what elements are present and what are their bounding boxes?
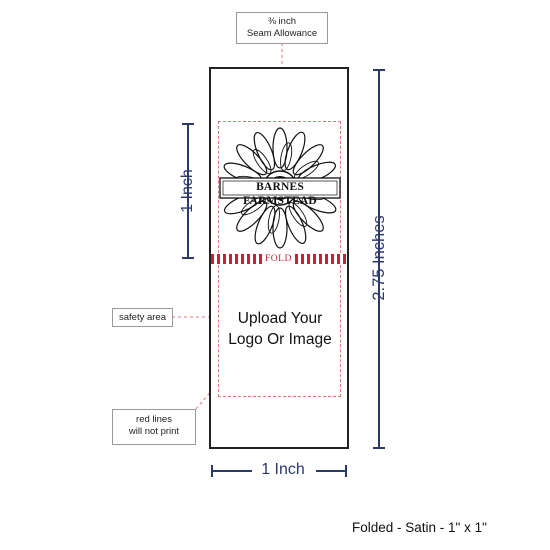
- red-lines-text-2: will not print: [128, 426, 180, 437]
- upload-line-2: Logo Or Image: [228, 331, 332, 348]
- red-lines-text-1: red lines: [136, 414, 172, 425]
- product-footer-text: Folded - Satin - 1" x 1": [352, 520, 487, 535]
- bottom-width-dimension-text: 1 Inch: [261, 461, 305, 478]
- upload-line-1: Upload Your: [237, 310, 323, 327]
- upload-placeholder: Upload Your Logo Or Image: [219, 308, 341, 350]
- fold-text: FOLD: [262, 254, 295, 264]
- red-lines-callout: red lines will not print: [112, 409, 196, 445]
- left-height-dimension-text: 1 Inch: [179, 169, 196, 213]
- sunflower-logo: [219, 127, 341, 249]
- seam-allowance-fraction: ⅜ inch: [268, 16, 296, 27]
- safety-area-callout: safety area: [112, 308, 173, 327]
- safety-area-text: safety area: [119, 312, 166, 323]
- seam-allowance-callout: ⅜ inch Seam Allowance: [236, 12, 328, 44]
- seam-allowance-text: Seam Allowance: [246, 28, 318, 39]
- logo-text: BARNES FARMSTEAD: [243, 181, 317, 207]
- right-height-dimension-text: 2.75 Inches: [370, 215, 388, 301]
